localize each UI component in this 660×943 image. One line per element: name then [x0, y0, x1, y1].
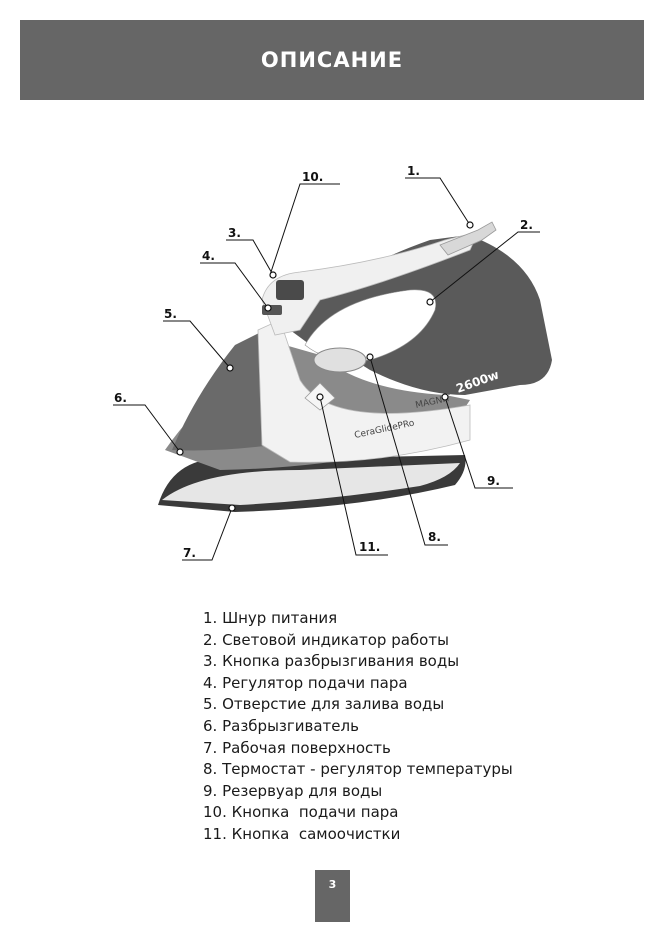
page-number: 3	[328, 878, 337, 891]
legend-item: 10. Кнопка подачи пара	[203, 803, 399, 822]
iron-illustration: CeraGlidePRo MAGNIT 2600w	[113, 164, 552, 561]
leader-5	[163, 320, 231, 369]
leader-1	[405, 177, 471, 226]
leader-6	[113, 404, 181, 453]
callout-7: 7.	[183, 546, 196, 560]
legend-item: 7. Рабочая поверхность	[203, 738, 391, 757]
soleplate-highlight	[162, 463, 460, 505]
legend-item: 2. Световой индикатор работы	[203, 630, 449, 649]
leader-2	[429, 231, 540, 303]
callout-11: 11.	[359, 540, 380, 554]
leader-10	[269, 183, 340, 276]
leader-7	[182, 507, 233, 561]
thermostat-dial	[313, 347, 367, 373]
callout-3: 3.	[228, 226, 241, 240]
leader-11	[319, 396, 388, 556]
page-header: ОПИСАНИЕ	[20, 20, 644, 100]
callout-dots	[176, 221, 474, 512]
leader-4	[200, 262, 269, 309]
legend-item: 8. Термостат - регулятор температуры	[203, 760, 513, 779]
parts-legend: 1. Шнур питания 2. Световой индикатор ра…	[203, 608, 513, 846]
leader-8	[369, 356, 448, 546]
iron-diagram: CeraGlidePRo MAGNIT 2600w	[0, 150, 660, 570]
power-cord	[439, 221, 497, 256]
callout-6: 6.	[114, 391, 127, 405]
callout-4: 4.	[202, 249, 215, 263]
callout-2: 2.	[520, 218, 533, 232]
spray-steam-buttons	[276, 280, 304, 300]
water-tank-window	[172, 330, 272, 451]
callout-10: 10.	[302, 170, 323, 184]
page-number-tab: 3	[315, 870, 350, 922]
legend-item: 3. Кнопка разбрызгивания воды	[203, 652, 460, 671]
legend-item: 11. Кнопка самоочистки	[203, 824, 401, 843]
legend-item: 9. Резервуар для воды	[203, 781, 383, 800]
legend-item: 5. Отверстие для залива воды	[203, 695, 445, 714]
callout-lines	[113, 177, 540, 561]
leader-9	[444, 396, 513, 489]
callout-8: 8.	[428, 530, 441, 544]
page-title: ОПИСАНИЕ	[260, 48, 404, 72]
leader-3	[226, 239, 274, 276]
callout-5: 5.	[164, 307, 177, 321]
legend-item: 6. Разбрызгиватель	[203, 716, 359, 735]
callout-1: 1.	[407, 164, 420, 178]
iron-handle	[261, 231, 479, 336]
legend-item: 1. Шнур питания	[203, 609, 338, 627]
legend-item: 4. Регулятор подачи пара	[203, 673, 408, 692]
callout-9: 9.	[487, 474, 500, 488]
